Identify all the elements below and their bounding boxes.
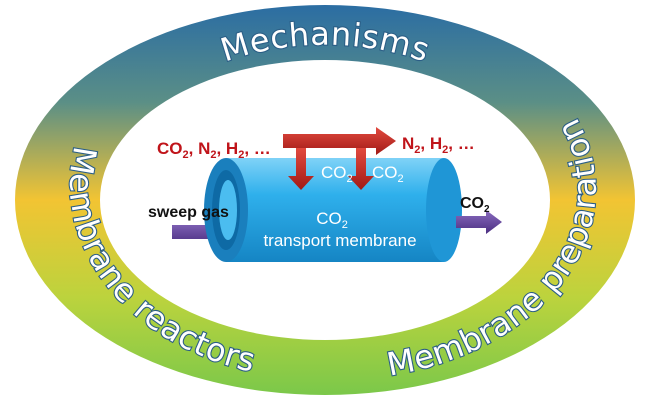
membrane-label-transport: transport membrane — [263, 231, 416, 250]
membrane-tube — [204, 158, 462, 262]
transfer-label-right: CO2 — [372, 163, 404, 185]
permeate-arrow — [456, 210, 502, 234]
feed-arrow — [283, 127, 396, 190]
sweep-gas-label: sweep gas — [148, 204, 229, 221]
permeate-label: CO2 — [460, 195, 490, 215]
transfer-label-left: CO2 — [321, 163, 353, 185]
ring-label-mechanisms: Mechanisms — [216, 15, 435, 70]
feed-gas-label: CO2, N2, H2, … — [157, 139, 271, 161]
membrane-label-co2: CO2 — [316, 209, 348, 231]
retentate-label: N2, H2, … — [402, 134, 475, 156]
